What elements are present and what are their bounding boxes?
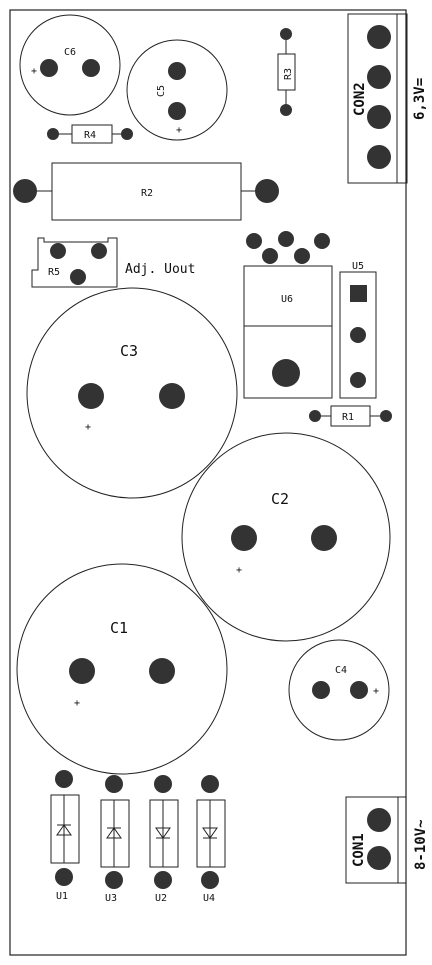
capacitor-c1: C1 + [16, 563, 228, 775]
c2-label: C2 [271, 490, 289, 508]
capacitor-c3: C3 + [26, 287, 238, 499]
c3-label: C3 [120, 342, 138, 360]
r5-label: R5 [48, 267, 60, 278]
diode-u2: U2 [149, 775, 179, 904]
connector-con1: CON1 8-10V~ [345, 796, 429, 884]
c2-plus-mark: + [236, 565, 242, 576]
con2-label: CON2 [352, 82, 368, 116]
component-u5: U5 [339, 261, 377, 399]
c5-label: C5 [156, 85, 167, 97]
c1-label: C1 [110, 619, 128, 637]
board-outline [9, 9, 407, 956]
u3-label: U3 [105, 893, 117, 904]
resistor-r2: R2 [13, 162, 279, 221]
capacitor-c5: C5 + [126, 39, 228, 141]
r3-label: R3 [283, 68, 294, 80]
r4-label: R4 [84, 130, 96, 141]
c4-label: C4 [335, 665, 347, 676]
u1-label: U1 [56, 891, 68, 902]
c3-plus-mark: + [85, 422, 91, 433]
r2-label: R2 [141, 188, 153, 199]
connector-con2: CON2 6,3V= [347, 13, 428, 184]
u2-label: U2 [155, 893, 167, 904]
resistor-r3: R3 [277, 28, 296, 116]
con2-voltage-label: 6,3V= [412, 78, 428, 120]
diode-u3: U3 [100, 775, 130, 904]
capacitor-c2: C2 + [181, 432, 391, 642]
trimmer-r5: R5 [31, 237, 118, 288]
r1-label: R1 [342, 412, 354, 423]
diode-u4: U4 [196, 775, 226, 904]
c6-plus-mark: + [31, 66, 37, 77]
u4-label: U4 [203, 893, 215, 904]
adj-uout-label: Adj. Uout [125, 262, 195, 277]
regulator-u6: U6 [243, 231, 333, 399]
diode-u1: U1 [50, 770, 80, 902]
u6-label: U6 [281, 294, 293, 305]
u5-label: U5 [352, 261, 364, 272]
capacitor-c6: C6 + [19, 14, 121, 116]
capacitor-c4: C4 + [288, 639, 390, 741]
con1-label: CON1 [351, 833, 367, 867]
con1-voltage-label: 8-10V~ [413, 819, 429, 870]
c1-plus-mark: + [74, 698, 80, 709]
c5-plus-mark: + [176, 125, 182, 136]
c6-label: C6 [64, 47, 76, 58]
resistor-r1: R1 [309, 405, 392, 427]
c4-plus-mark: + [373, 686, 379, 697]
resistor-r4: R4 [47, 124, 133, 144]
